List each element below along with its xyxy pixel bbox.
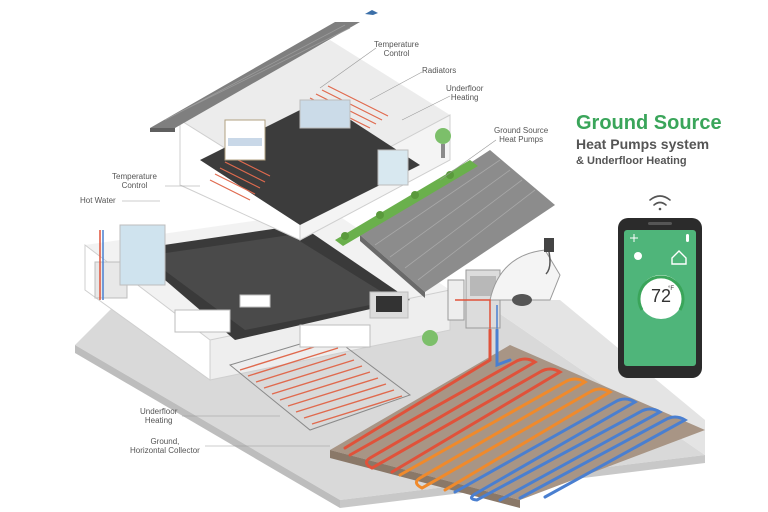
title-line2: Heat Pumps system — [576, 136, 710, 152]
label-underfloor-heating-top: Underfloor Heating — [446, 84, 484, 102]
label-underfloor-heating-bottom: Underfloor Heating — [140, 407, 178, 425]
garage-roof — [360, 150, 555, 298]
label-radiators: Radiators — [422, 66, 457, 75]
label-ground-horizontal-collector: Ground, Horizontal Collector — [130, 437, 200, 455]
ground-floor-furniture — [94, 224, 438, 348]
return-pipe-blue — [495, 328, 512, 368]
sun-icon — [634, 252, 642, 260]
bird-icon — [365, 10, 378, 15]
collector-loops — [343, 328, 689, 502]
wifi-icon — [649, 195, 671, 211]
main-roof — [150, 22, 360, 132]
house-icon — [671, 250, 687, 265]
collector-loop-orange — [398, 377, 613, 492]
upper-floor-furniture — [224, 99, 451, 186]
collector-loop-blue-2 — [518, 415, 689, 500]
supply-pipe-red — [343, 328, 492, 450]
collector-loop-red — [348, 357, 563, 474]
interior-pipes — [99, 230, 498, 328]
label-temperature-control-left: Temperature Control — [112, 172, 157, 190]
leader-lines — [122, 47, 497, 447]
label-hot-water: Hot Water — [80, 196, 116, 205]
thermostat-temperature: 72 — [650, 286, 672, 306]
snowflake-icon — [630, 234, 638, 242]
title-line3: & Underfloor Heating — [576, 155, 687, 167]
collector-loop-blue — [453, 397, 664, 502]
title-line1: Ground Source — [576, 112, 722, 134]
thermostat-dial — [637, 275, 685, 319]
thermostat-unit: °F — [668, 286, 675, 292]
car — [489, 249, 561, 306]
label-ground-source-heat-pumps: Ground Source Heat Pumps — [494, 126, 549, 144]
underfloor-heating-ground — [228, 334, 412, 431]
label-temperature-control-top: Temperature Control — [374, 40, 419, 58]
ev-charger — [544, 238, 554, 275]
thermometer-icon — [686, 234, 689, 242]
green-roof — [335, 160, 478, 246]
